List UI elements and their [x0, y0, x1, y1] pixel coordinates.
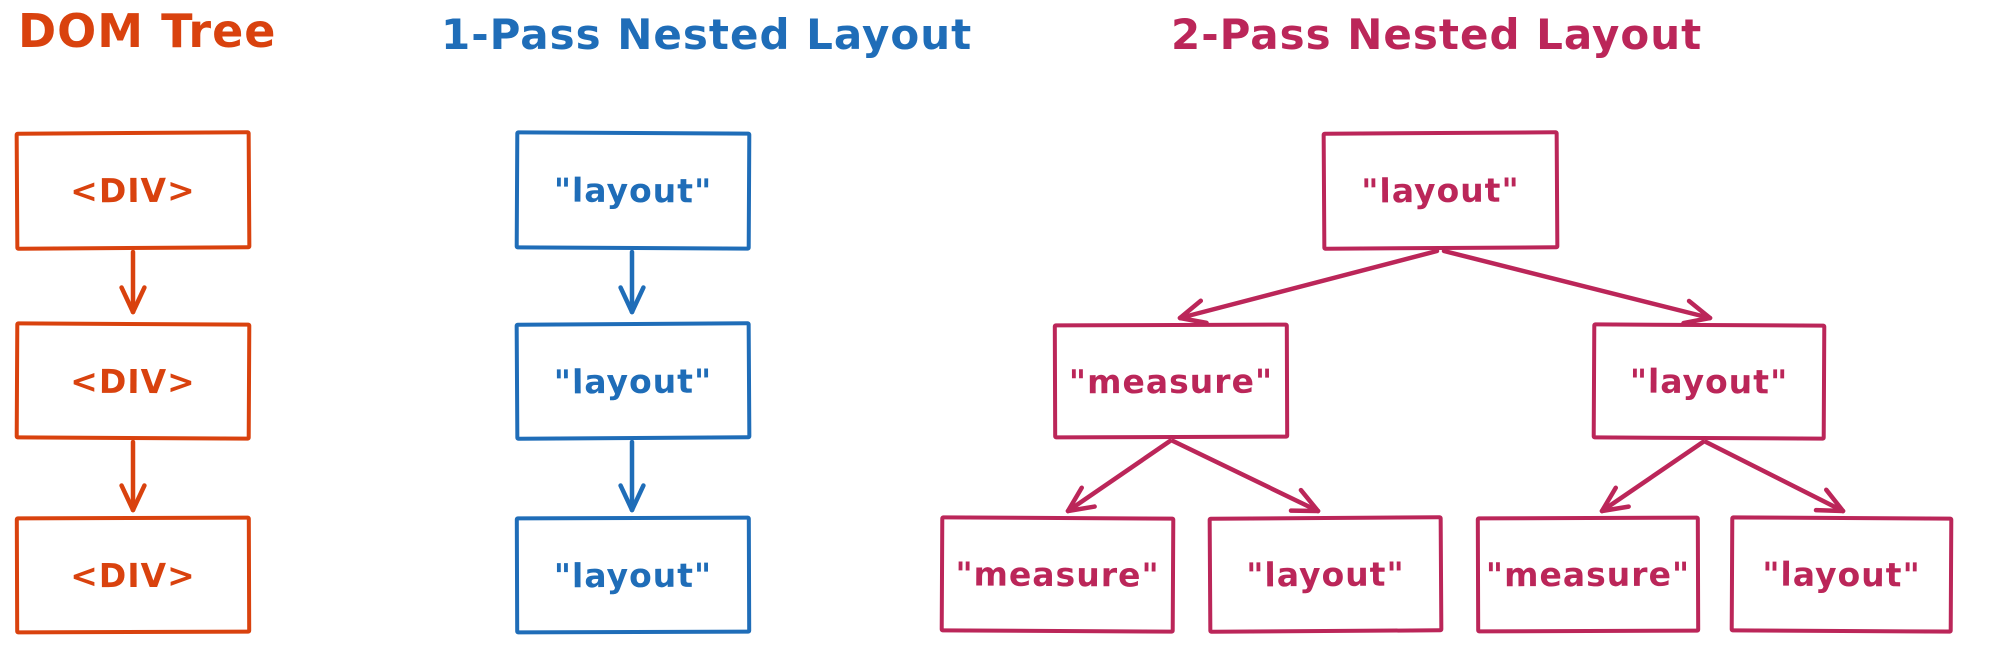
- onepass-arrow-2: [618, 439, 646, 513]
- one-pass-node-1: "layout": [514, 130, 752, 251]
- twopass-measure-to-layout: [1170, 438, 1321, 514]
- dom-node-2-label: <DIV>: [70, 361, 196, 401]
- two-pass-layout-node-label: "layout": [1629, 361, 1789, 402]
- two-pass-measure-node-label: "measure": [1068, 361, 1274, 401]
- dom-node-3-label: <DIV>: [70, 555, 196, 595]
- dom-arrow-2: [119, 439, 147, 513]
- two-pass-title: 2-Pass Nested Layout: [1171, 10, 1703, 59]
- dom-node-1: <DIV>: [14, 130, 252, 251]
- two-pass-leaf-measure-2: "measure": [1475, 515, 1701, 634]
- dom-arrow-1: [119, 249, 147, 315]
- one-pass-title: 1-Pass Nested Layout: [441, 10, 973, 59]
- two-pass-layout-node: "layout": [1591, 322, 1827, 441]
- twopass-layout-to-layout: [1703, 439, 1846, 514]
- one-pass-node-3-label: "layout": [553, 555, 713, 595]
- one-pass-node-2-label: "layout": [553, 361, 713, 401]
- dom-node-2: <DIV>: [14, 321, 252, 441]
- two-pass-root: "layout": [1321, 130, 1560, 251]
- onepass-arrow-1: [618, 249, 646, 315]
- one-pass-node-1-label: "layout": [553, 170, 713, 211]
- two-pass-leaf-layout-2: "layout": [1729, 515, 1954, 634]
- dom-node-1-label: <DIV>: [70, 170, 196, 211]
- twopass-measure-to-measure: [1065, 438, 1173, 514]
- two-pass-leaf-layout-1-label: "layout": [1246, 554, 1405, 595]
- two-pass-leaf-measure-1: "measure": [939, 515, 1176, 634]
- two-pass-measure-node: "measure": [1052, 322, 1290, 440]
- two-pass-leaf-measure-2-label: "measure": [1485, 554, 1691, 595]
- dom-node-3: <DIV>: [14, 515, 252, 635]
- one-pass-node-2: "layout": [514, 321, 752, 441]
- two-pass-leaf-layout-2-label: "layout": [1762, 554, 1921, 595]
- twopass-root-to-layout: [1441, 248, 1713, 326]
- twopass-layout-to-measure: [1599, 439, 1706, 514]
- two-pass-leaf-measure-1-label: "measure": [955, 554, 1160, 595]
- two-pass-root-label: "layout": [1361, 170, 1520, 211]
- two-pass-leaf-layout-1: "layout": [1207, 515, 1444, 634]
- twopass-root-to-measure: [1177, 248, 1440, 326]
- one-pass-node-3: "layout": [514, 515, 752, 635]
- dom-tree-title: DOM Tree: [18, 4, 277, 58]
